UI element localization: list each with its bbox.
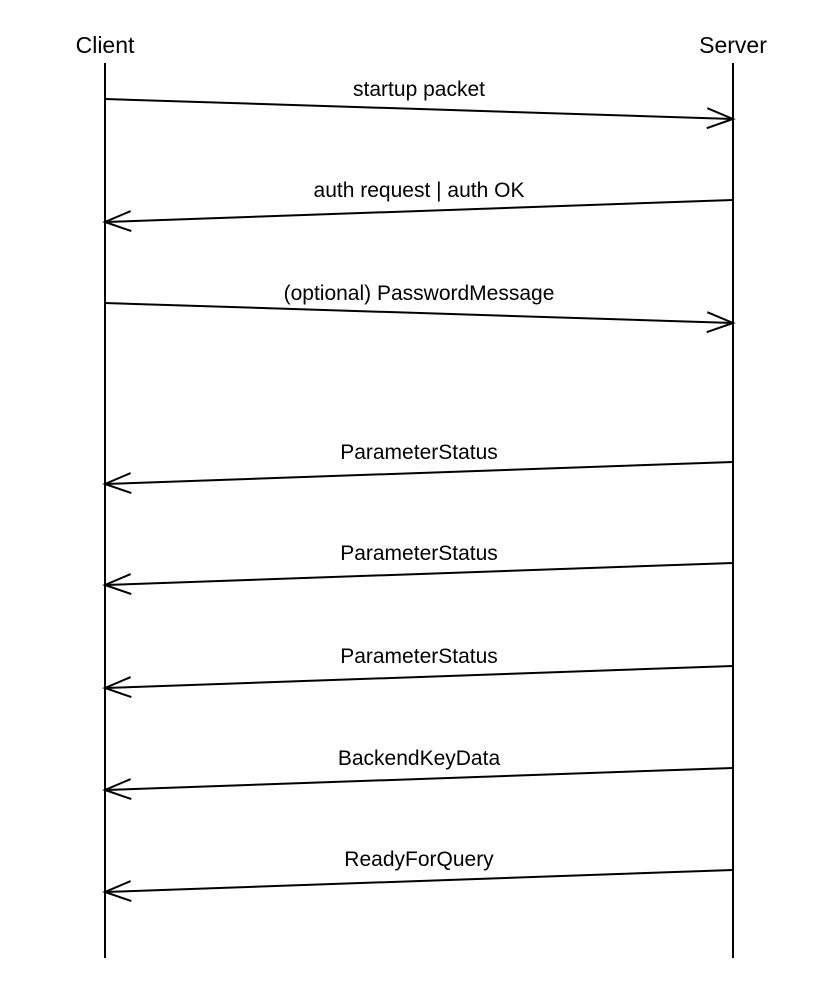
message-label-2: auth request | auth OK	[314, 179, 525, 202]
message-arrow-6	[102, 665, 734, 699]
message-arrow-4	[102, 461, 734, 495]
participant-label-client: Client	[76, 32, 135, 58]
message-arrow-3	[104, 302, 736, 334]
message-label-5: ParameterStatus	[340, 542, 498, 565]
message-arrow-2	[102, 199, 734, 233]
message-label-4: ParameterStatus	[340, 441, 498, 464]
message-label-1: startup packet	[353, 78, 485, 101]
message-arrow-5	[102, 562, 734, 596]
message-label-8: ReadyForQuery	[344, 848, 494, 871]
participant-label-server: Server	[699, 32, 767, 58]
message-arrow-8	[102, 869, 734, 903]
message-label-7: BackendKeyData	[338, 747, 501, 770]
message-label-3: (optional) PasswordMessage	[284, 282, 555, 305]
message-arrow-7	[102, 767, 734, 801]
message-arrow-1	[104, 98, 736, 130]
message-label-6: ParameterStatus	[340, 645, 498, 668]
